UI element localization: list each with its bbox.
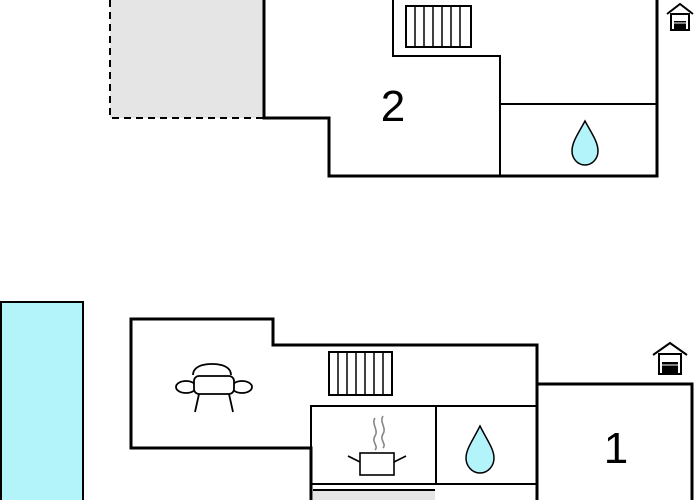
lower-floor: 1 [0,301,694,500]
lower-floor-outline [129,317,539,500]
lower-terrace-area [313,491,435,500]
cooking-pot-icon [347,415,407,476]
water-drop-icon [465,424,495,474]
stairs-icon [328,351,393,396]
upper-floor: 2 [109,0,694,178]
sofa-icon [175,363,253,413]
upper-floor-outline [262,0,659,178]
entrance-house-icon [652,341,688,375]
kitchen-partition [310,405,537,500]
terrace-area [110,0,264,118]
entrance-house-icon [666,2,694,31]
pool-area [0,301,84,500]
water-drop-icon [571,119,599,166]
stairs-icon [405,5,472,48]
room-number-2: 2 [381,82,405,131]
room-1-outline [537,382,694,500]
room-number-1: 1 [604,424,628,473]
terrace-dashed-border [109,0,264,119]
stair-wall [392,0,501,176]
